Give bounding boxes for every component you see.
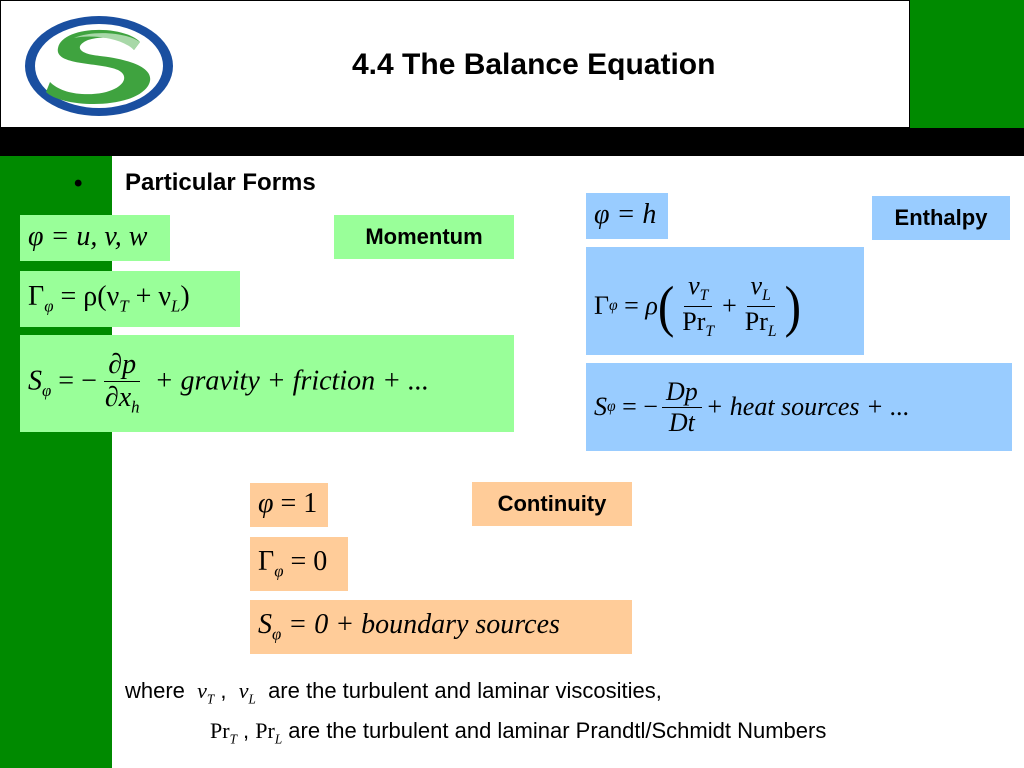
note-prandtl-text: are the turbulent and laminar Prandtl/Sc… (288, 718, 827, 743)
enthalpy-phi-value: = h (616, 199, 657, 230)
momentum-gamma-value: = ρ(ν (60, 281, 120, 312)
pressure-gradient-fraction: ∂p∂xh (104, 349, 141, 417)
momentum-gamma-equation: Γφ = ρ(νT + νL) (20, 271, 240, 327)
note-viscosity-text: are the turbulent and laminar viscositie… (268, 678, 662, 703)
momentum-label: Momentum (334, 215, 514, 259)
bullet-marker: • (74, 170, 83, 197)
note-where: where (125, 678, 185, 703)
continuity-phi-value: = 1 (280, 488, 318, 519)
continuity-phi-equation: φ = 1 (250, 483, 328, 527)
page-title: 4.4 The Balance Equation (352, 48, 716, 81)
enthalpy-source-terms: + heat sources + ... (705, 392, 910, 421)
accent-bar-top-right (910, 0, 1024, 130)
header-divider-band (0, 128, 1024, 156)
momentum-phi-value: = u, v, w (50, 221, 148, 252)
continuity-label: Continuity (472, 482, 632, 526)
gamma-symbol: Γφ (28, 281, 54, 316)
momentum-source-terms: + gravity + friction + ... (154, 365, 429, 397)
prandtl-note: PrT , PrL are the turbulent and laminar … (210, 718, 827, 747)
enthalpy-label: Enthalpy (872, 196, 1010, 240)
momentum-phi-equation: φ = u, v, w (20, 215, 170, 261)
section-heading: Particular Forms (125, 169, 316, 196)
enthalpy-phi-equation: φ = h (586, 193, 668, 239)
continuity-source-value: = 0 + boundary sources (288, 609, 560, 640)
momentum-source-equation: Sφ = −∂p∂xh + gravity + friction + ... (20, 335, 514, 432)
continuity-source-equation: Sφ = 0 + boundary sources (250, 600, 632, 654)
continuity-gamma-value: = 0 (290, 546, 328, 577)
logo-icon (25, 16, 173, 116)
continuity-gamma-equation: Γφ = 0 (250, 537, 348, 591)
viscosity-note: where νT , νL are the turbulent and lami… (125, 678, 662, 707)
phi-symbol: φ (28, 221, 44, 252)
